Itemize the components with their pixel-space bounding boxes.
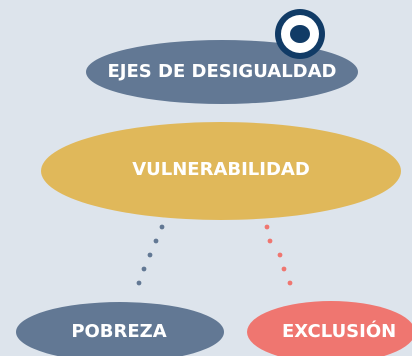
left-connector-dot <box>159 224 165 230</box>
vulnerabilidad-label: VULNERABILIDAD <box>132 159 310 180</box>
right-connector-dot <box>267 238 273 244</box>
right-connector-dot <box>287 280 293 286</box>
vulnerabilidad-node <box>41 122 401 220</box>
right-connector-dot <box>277 252 283 258</box>
left-connector-dot <box>136 280 142 286</box>
left-connector-dot <box>147 252 153 258</box>
right-connector-dot <box>264 224 270 230</box>
pobreza-node <box>16 302 224 356</box>
pobreza-label: POBREZA <box>71 321 167 342</box>
exclusion-label: EXCLUSIÓN <box>282 321 397 342</box>
left-connector-dot <box>153 238 159 244</box>
ejes-de-desigualdad-label: EJES DE DESIGUALDAD <box>107 61 337 82</box>
eye-icon <box>275 9 325 59</box>
left-connector-dots <box>136 224 165 286</box>
right-connector-dot <box>281 266 287 272</box>
exclusion-node <box>247 301 412 356</box>
left-connector-dot <box>141 266 147 272</box>
right-connector-dots <box>264 224 293 286</box>
